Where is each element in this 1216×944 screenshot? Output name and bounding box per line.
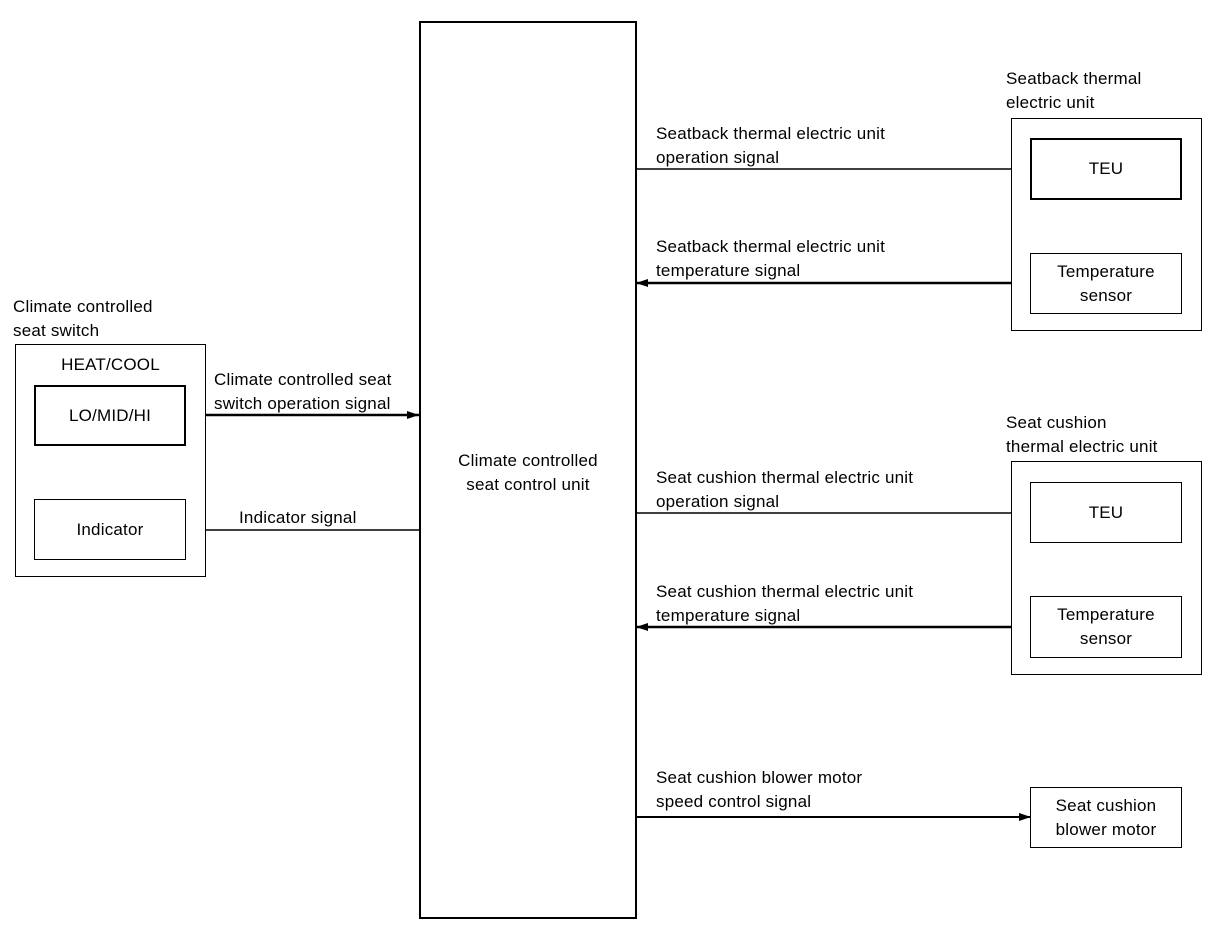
seatback-temperature-signal-label: Seatback thermal electric unit temperatu… <box>656 237 885 280</box>
indicator-lamp: Indicator <box>34 499 186 560</box>
cushion-temperature-signal-label: Seat cushion thermal electric unit tempe… <box>656 582 914 625</box>
switch-operation-signal-label: Climate controlled seat switch operation… <box>214 370 392 413</box>
seatback-teu-title: Seatback thermal electric unit <box>1006 69 1142 112</box>
cushion-teu-title: Seat cushion thermal electric unit <box>1006 413 1158 456</box>
blower-speed-signal-label: Seat cushion blower motor speed control … <box>656 768 863 811</box>
switch-title: Climate controlled seat switch <box>13 297 153 340</box>
control-unit-label: Climate controlled seat control unit <box>458 451 598 494</box>
seat-cushion-blower-motor: Seat cushion blower motor <box>1030 787 1182 848</box>
seatback-operation-signal-label: Seatback thermal electric unit operation… <box>656 124 885 167</box>
indicator-signal-label: Indicator signal <box>239 508 357 527</box>
seatback-teu-element: TEU <box>1030 138 1182 200</box>
cushion-operation-signal-label: Seat cushion thermal electric unit opera… <box>656 468 914 511</box>
cushion-teu-element: TEU <box>1030 482 1182 543</box>
cushion-temperature-sensor: Temperature sensor <box>1030 596 1182 658</box>
control-unit-box <box>419 21 637 919</box>
lo-mid-hi-button[interactable]: LO/MID/HI <box>34 385 186 446</box>
heat-cool-label: HEAT/COOL <box>61 355 160 374</box>
seatback-temperature-sensor: Temperature sensor <box>1030 253 1182 314</box>
